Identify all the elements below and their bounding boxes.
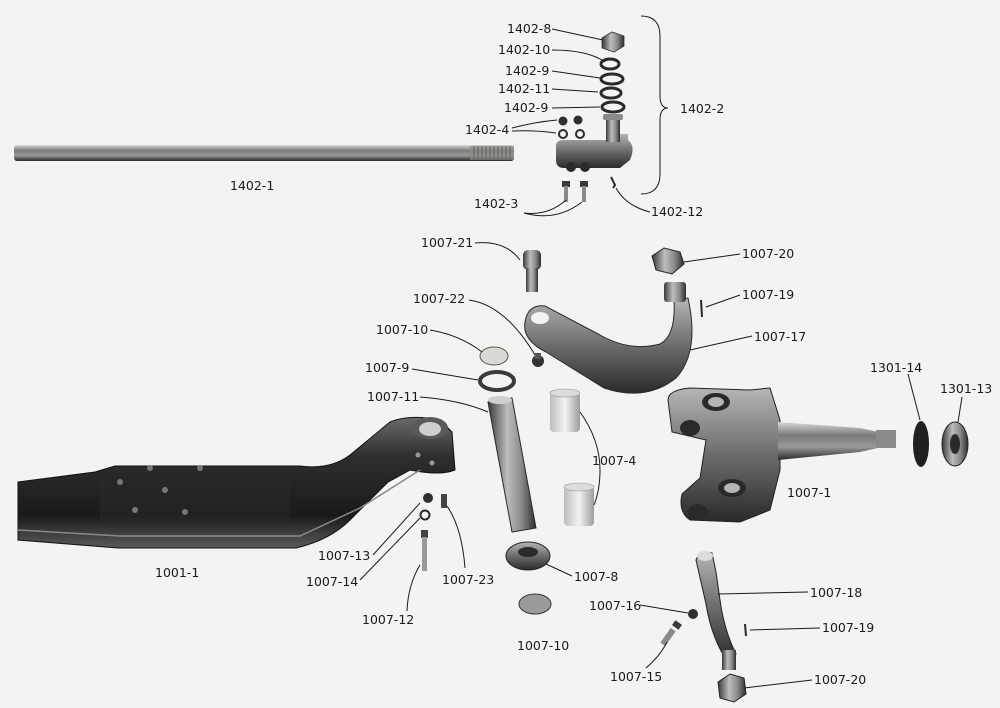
label-1007-9: 1007-9 xyxy=(365,360,409,375)
washer-1402-9-upper xyxy=(599,72,625,86)
label-1301-14: 1301-14 xyxy=(870,360,922,375)
label-1007-11: 1007-11 xyxy=(367,389,419,404)
label-1007-23: 1007-23 xyxy=(442,572,494,587)
label-1007-15: 1007-15 xyxy=(610,669,662,684)
label-1402-2: 1402-2 xyxy=(680,101,724,116)
tie-rod-1402-1 xyxy=(14,145,514,161)
nut-1402-8 xyxy=(601,31,625,53)
bolts-1402-3 xyxy=(562,181,588,202)
label-1402-9-lower: 1402-9 xyxy=(504,100,548,115)
plug-1007-13 xyxy=(423,493,433,503)
axle-beam-1001-1 xyxy=(17,416,456,549)
fitting-1007-22 xyxy=(532,353,544,367)
label-1001-1: 1001-1 xyxy=(155,565,199,580)
bolt-1007-21 xyxy=(523,250,541,292)
label-1402-12: 1402-12 xyxy=(651,204,703,219)
washer-1301-14 xyxy=(913,421,929,467)
label-1007-10-upper: 1007-10 xyxy=(376,322,428,337)
cotter-pin-1402-12 xyxy=(610,176,617,189)
steering-arm-1007-17 xyxy=(524,282,693,394)
label-1007-10-lower: 1007-10 xyxy=(517,638,569,653)
king-pin-1007-11 xyxy=(487,396,537,533)
label-1007-4: 1007-4 xyxy=(592,453,636,468)
label-1402-3: 1402-3 xyxy=(474,196,518,211)
label-1402-1: 1402-1 xyxy=(230,178,274,193)
castle-nut-1007-20-upper xyxy=(651,247,685,275)
label-1402-8: 1402-8 xyxy=(507,21,551,36)
label-1007-12: 1007-12 xyxy=(362,612,414,627)
tie-rod-end-1402-2 xyxy=(556,114,633,172)
label-1402-9-upper: 1402-9 xyxy=(505,63,549,78)
label-1007-22: 1007-22 xyxy=(413,291,465,306)
cotter-pin-1007-19-lower xyxy=(744,623,747,637)
washer-1007-9 xyxy=(478,370,516,392)
leader-lines xyxy=(359,28,963,689)
seal-1402-11 xyxy=(599,86,623,100)
label-1007-19-lower: 1007-19 xyxy=(822,620,874,635)
assembly-brace-1402-2 xyxy=(640,15,669,195)
steering-arm-1007-18 xyxy=(695,551,737,670)
label-1402-4: 1402-4 xyxy=(465,122,509,137)
cotter-pin-1007-19-upper xyxy=(700,299,703,318)
castle-nut-1007-20-lower xyxy=(717,673,747,703)
label-1007-19-upper: 1007-19 xyxy=(742,287,794,302)
label-1007-16: 1007-16 xyxy=(589,598,641,613)
nut-1007-16 xyxy=(688,609,698,619)
label-1007-8: 1007-8 xyxy=(574,569,618,584)
bushings-1007-4 xyxy=(549,388,595,526)
steering-knuckle-1007-1 xyxy=(667,387,896,523)
lock-washer-1402-10 xyxy=(599,57,621,71)
lock-washer-1007-14 xyxy=(419,509,431,521)
label-1007-1: 1007-1 xyxy=(787,485,831,500)
label-1301-13: 1301-13 xyxy=(940,381,992,396)
lock-pin-1007-12 xyxy=(421,530,428,571)
cap-1007-10-lower xyxy=(518,593,552,615)
label-1007-20-upper: 1007-20 xyxy=(742,246,794,261)
label-1007-17: 1007-17 xyxy=(754,329,806,344)
thrust-bearing-1007-8 xyxy=(505,541,551,571)
label-1402-11: 1402-11 xyxy=(498,81,550,96)
nuts-1402-4 xyxy=(558,115,585,139)
grease-fitting-1007-23 xyxy=(441,494,447,508)
cap-1007-10-upper xyxy=(479,346,509,366)
label-1007-14: 1007-14 xyxy=(306,574,358,589)
callout-labels: 1402-8 1402-10 1402-9 1402-11 1402-9 140… xyxy=(155,21,992,687)
label-1007-21: 1007-21 xyxy=(421,235,473,250)
label-1007-20-lower: 1007-20 xyxy=(814,672,866,687)
label-1007-13: 1007-13 xyxy=(318,548,370,563)
washer-1402-9-lower xyxy=(600,100,626,114)
bolt-1007-15 xyxy=(660,620,682,647)
nut-1301-13 xyxy=(941,421,969,467)
label-1007-18: 1007-18 xyxy=(810,585,862,600)
label-1402-10: 1402-10 xyxy=(498,42,550,57)
